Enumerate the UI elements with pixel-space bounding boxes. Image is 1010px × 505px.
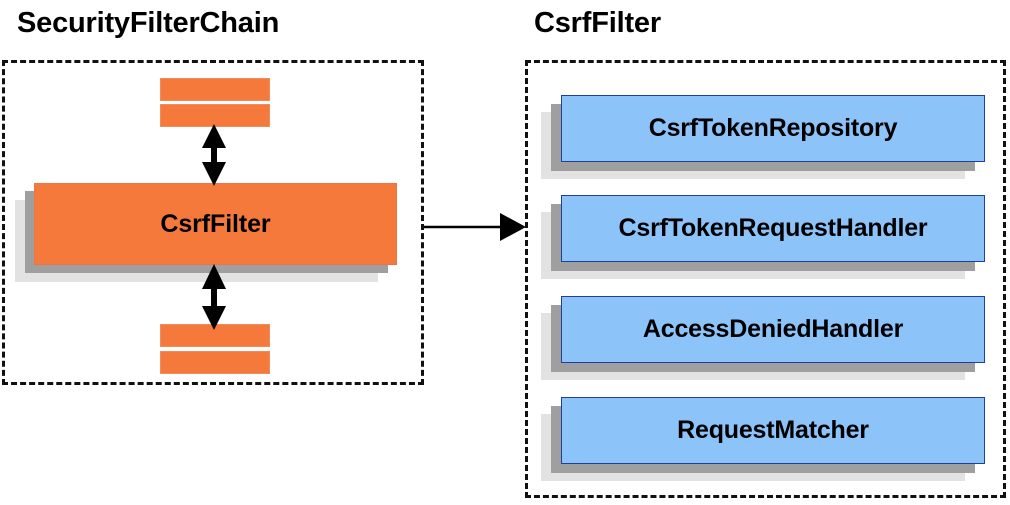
filter-bar-below-2[interactable] <box>160 351 270 374</box>
collaborator-box-csrftokenrepository[interactable]: CsrfTokenRepository <box>561 95 985 162</box>
collaborator-label-requestmatcher: RequestMatcher <box>677 416 869 444</box>
filter-bar-above-2[interactable] <box>160 104 270 127</box>
csrffilter-box-label: CsrfFilter <box>160 209 271 238</box>
security-filter-chain-container <box>2 60 424 385</box>
csrffilter-box[interactable]: CsrfFilter <box>34 183 397 265</box>
collaborator-box-accessdeniedhandler[interactable]: AccessDeniedHandler <box>561 296 985 363</box>
page-title-csrf-filter: CsrfFilter <box>534 7 661 39</box>
collaborator-box-requestmatcher[interactable]: RequestMatcher <box>561 397 985 464</box>
collaborator-label-csrftokenrepository: CsrfTokenRepository <box>648 114 898 142</box>
page-title-security-filter-chain: SecurityFilterChain <box>17 7 280 39</box>
collaborator-label-accessdeniedhandler: AccessDeniedHandler <box>642 315 904 343</box>
filter-bar-below-1[interactable] <box>160 324 270 347</box>
expansion-arrow-icon <box>424 213 526 241</box>
filter-bar-above-1[interactable] <box>160 78 270 101</box>
collaborator-box-csrftokenrequesthandler[interactable]: CsrfTokenRequestHandler <box>561 195 985 262</box>
csrf-filter-container <box>525 60 1006 498</box>
collaborator-label-csrftokenrequesthandler: CsrfTokenRequestHandler <box>618 214 928 242</box>
